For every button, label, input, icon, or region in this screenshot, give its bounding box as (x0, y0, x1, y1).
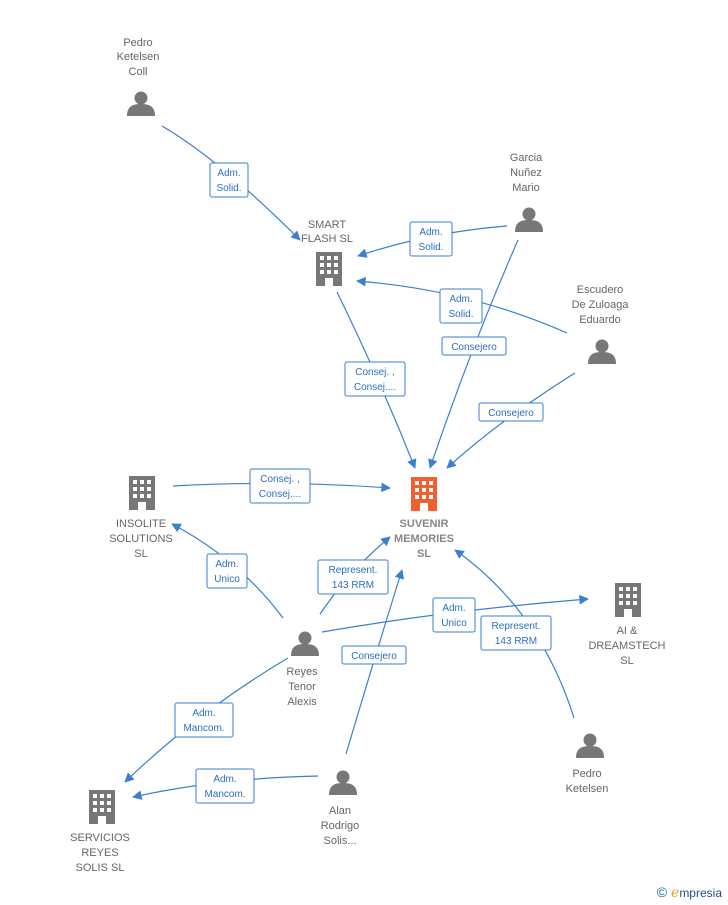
node-label: Ketelsen (566, 783, 609, 795)
node-label: DREAMSTECH (588, 640, 665, 652)
node-label: Reyes (286, 666, 318, 678)
building-icon (89, 790, 115, 824)
node-label: SUVENIR (400, 518, 449, 530)
copyright-icon: © (656, 884, 668, 900)
edge-label-e14[interactable]: Adm. Mancom. (195, 768, 255, 804)
node-label: SL (134, 548, 147, 560)
edge-label-e1[interactable]: Adm. Solid. (209, 162, 249, 198)
node-label: SL (417, 548, 431, 560)
edge-label-line: Consejero (488, 408, 534, 419)
person-icon (291, 631, 319, 656)
edge-label-e7[interactable]: Consej. , Consej.... (249, 468, 311, 504)
node-garcia-nunez-mario[interactable]: Garcia Nuñez Mario (510, 152, 543, 232)
node-label: Eduardo (579, 314, 621, 326)
edge-label-line: Unico (441, 618, 467, 629)
edge-label-e9[interactable]: Represent. 143 RRM (317, 559, 389, 595)
node-label: SOLUTIONS (109, 533, 173, 545)
edge-label-e11[interactable]: Represent. 143 RRM (480, 615, 552, 651)
edge-label-line: Adm. (449, 294, 472, 305)
edge-label-line: 143 RRM (495, 636, 537, 647)
edge-label-line: Solid. (216, 183, 241, 194)
node-label: De Zuloaga (572, 299, 630, 311)
edge-label-line: Adm. (442, 603, 465, 614)
edge-label-line: Unico (214, 574, 240, 585)
edge-label-line: Consej. , (260, 474, 299, 485)
edge-label-e13[interactable]: Adm. Mancom. (174, 702, 234, 738)
edge-label-line: Consej. , (355, 367, 394, 378)
empresia-logo: ©empresia (657, 884, 722, 901)
edge-label-line: Adm. (215, 559, 238, 570)
edge-label-e6[interactable]: Consejero (478, 402, 544, 422)
edge-label-e12[interactable]: Consejero (341, 645, 407, 665)
node-label: AI & (617, 625, 638, 637)
node-label: Rodrigo (321, 820, 360, 832)
node-insolite-solutions-sl[interactable]: INSOLITE SOLUTIONS SL (109, 476, 173, 560)
node-label: REYES (81, 847, 118, 859)
edge-label-line: Mancom. (204, 789, 245, 800)
person-icon (329, 770, 357, 795)
edge-label-e2[interactable]: Adm. Solid. (409, 221, 453, 257)
node-label: Solis... (323, 835, 356, 847)
node-alan-rodrigo-solis[interactable]: Alan Rodrigo Solis... (321, 770, 360, 848)
edge-label-line: Adm. (419, 227, 442, 238)
edge-label-line: Adm. (217, 168, 240, 179)
edge-label-line: Consej.... (259, 489, 301, 500)
node-label: SERVICIOS (70, 832, 130, 844)
node-pedro-ketelsen[interactable]: Pedro Ketelsen (566, 733, 609, 796)
edge-label-line: Represent. (492, 621, 541, 632)
node-label: Ketelsen (117, 51, 160, 63)
building-icon (129, 476, 155, 510)
building-icon (411, 477, 437, 511)
node-servicios-reyes-solis-sl[interactable]: SERVICIOS REYES SOLIS SL (70, 790, 130, 874)
edge-label-e5[interactable]: Consej. , Consej.... (344, 361, 406, 397)
edge-label-e4[interactable]: Consejero (441, 336, 507, 356)
brand-initial: e (671, 885, 680, 901)
node-label: Tenor (288, 681, 316, 693)
node-label: SOLIS SL (76, 862, 125, 874)
person-icon (515, 207, 543, 232)
building-icon (316, 252, 342, 286)
edge-label-line: Adm. (213, 774, 236, 785)
person-icon (588, 339, 616, 364)
building-icon (615, 583, 641, 617)
node-label: Mario (512, 182, 540, 194)
edge-label-line: Adm. (192, 708, 215, 719)
node-label: Pedro (572, 768, 601, 780)
edge-label-e3[interactable]: Adm. Solid. (439, 288, 483, 324)
brand-name: mpresia (679, 886, 722, 900)
edge-label-line: 143 RRM (332, 580, 374, 591)
edge-label-line: Represent. (329, 565, 378, 576)
node-label: Escudero (577, 284, 623, 296)
edge-label-line: Mancom. (183, 723, 224, 734)
edge-label-e8[interactable]: Adm. Unico (206, 553, 248, 589)
edge-label-line: Solid. (418, 242, 443, 253)
node-label: Alan (329, 805, 351, 817)
node-label: SL (620, 655, 633, 667)
edge-label-line: Consejero (351, 651, 397, 662)
node-label: Nuñez (510, 167, 542, 179)
node-reyes-tenor-alexis[interactable]: Reyes Tenor Alexis (286, 631, 319, 709)
node-label: MEMORIES (394, 533, 454, 545)
node-label: Garcia (510, 152, 543, 164)
edge-label-e10[interactable]: Adm. Unico (432, 597, 476, 633)
node-label: SMART (308, 219, 347, 231)
node-label: Pedro (123, 37, 152, 49)
edge-label-line: Consej.... (354, 382, 396, 393)
edge-label-line: Consejero (451, 342, 497, 353)
node-label: INSOLITE (116, 518, 166, 530)
person-icon (576, 733, 604, 758)
node-label: Coll (129, 66, 148, 78)
node-label: FLASH SL (301, 233, 353, 245)
node-suvenir-memories-sl[interactable]: SUVENIR MEMORIES SL (394, 477, 454, 560)
person-icon (127, 91, 155, 116)
node-pedro-ketelsen-coll[interactable]: Pedro Ketelsen Coll (117, 37, 160, 116)
node-label: Alexis (287, 696, 317, 708)
node-escudero-de-zuloaga-eduardo[interactable]: Escudero De Zuloaga Eduardo (572, 284, 630, 364)
node-ai-dreamstech-sl[interactable]: AI & DREAMSTECH SL (588, 583, 666, 667)
node-smart-flash-sl[interactable]: SMART FLASH SL (301, 219, 353, 286)
edge-label-line: Solid. (448, 309, 473, 320)
